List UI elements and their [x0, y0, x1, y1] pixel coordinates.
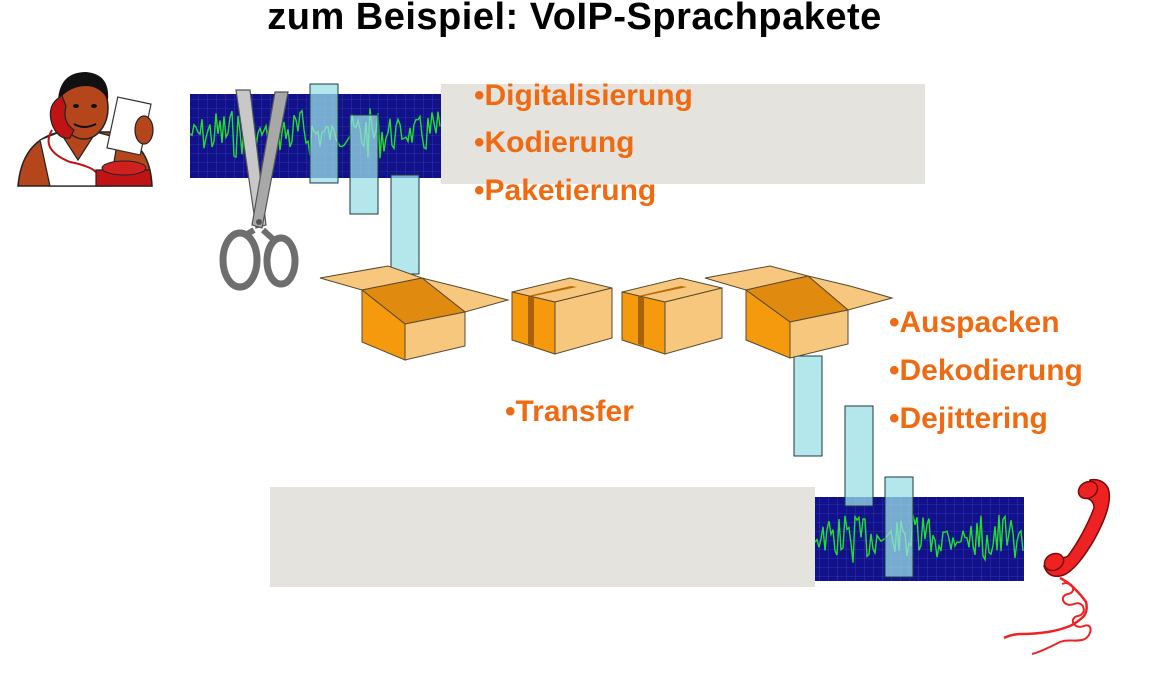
telephone-handset-icon: [1003, 478, 1111, 655]
receiver-segments: [793, 355, 914, 578]
step-digitalisierung: •Digitalisierung: [474, 79, 693, 112]
segment: [793, 355, 823, 457]
step-paketierung: •Paketierung: [474, 174, 657, 207]
segment: [390, 174, 420, 275]
open-box-sender: [319, 265, 510, 361]
step-kodierung: •Kodierung: [474, 126, 635, 159]
scissors-icon: [219, 89, 299, 291]
step-auspacken: •Auspacken: [889, 306, 1060, 339]
slide-title: zum Beispiel: VoIP-Sprachpakete: [267, 0, 882, 38]
segment: [844, 405, 874, 507]
step-transfer: •Transfer: [505, 395, 634, 428]
segment: [884, 476, 914, 578]
sender-segments: [309, 83, 420, 275]
segment: [349, 114, 379, 215]
closed-box: [621, 277, 723, 355]
sender-panel: [441, 84, 925, 184]
step-dekodierung: •Dekodierung: [889, 354, 1083, 387]
receiver-panel: [270, 487, 815, 587]
segment: [309, 83, 339, 184]
man-on-phone-icon: [17, 72, 154, 187]
receiver-waveform: [814, 497, 1024, 581]
step-dejittering: •Dejittering: [889, 402, 1048, 435]
closed-box: [511, 277, 613, 355]
open-box-receiver: [704, 265, 894, 359]
